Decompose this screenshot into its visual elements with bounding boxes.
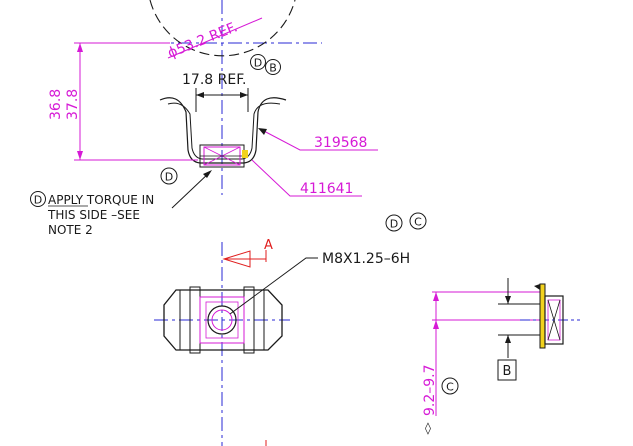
part-1-leader: [261, 129, 378, 151]
height-arrow-bottom: [77, 151, 83, 160]
diameter-leader: [167, 17, 263, 59]
torque-arrowhead: [203, 170, 212, 178]
side-dim-arrow-top: [505, 296, 511, 304]
width-arrow-right: [240, 92, 248, 98]
range-arrow-top: [433, 292, 439, 301]
torque-note-line-2: THIS SIDE –SEE: [47, 208, 140, 222]
thread-hole-outer: [207, 305, 237, 335]
side-nut-hatch-2: [547, 299, 561, 341]
torque-note-line-1: APPLY TORQUE IN: [48, 193, 154, 207]
torque-note-line-3: NOTE 2: [48, 223, 93, 237]
section-arrowhead: [222, 250, 251, 268]
bracket-outline-outer: [159, 97, 287, 164]
flag-dc: D C: [385, 212, 427, 232]
flag-dc-letter-1: D: [390, 218, 398, 231]
flag-d-1-circle: [160, 167, 178, 185]
flag-d-1: D: [160, 167, 178, 185]
flag-dc-circle-2: [409, 212, 427, 230]
thread-hole-inner: [211, 309, 233, 331]
flag-c-letter: C: [446, 381, 454, 394]
section-label: A: [264, 238, 273, 253]
side-nut-body: [544, 295, 564, 345]
nut-inner-square: [199, 296, 245, 344]
range-arrow-bottom: [433, 320, 439, 329]
height-label-1: 36.8: [48, 89, 64, 120]
part-1-arrowhead: [258, 128, 267, 135]
flag-db-letter-2: B: [269, 62, 277, 75]
flag-db: D B: [250, 54, 281, 75]
width-ref-label: 17.8 REF.: [182, 72, 246, 88]
nut-inner-square-2: [205, 301, 239, 339]
top-view: ϕ53.2 REF. 17.8 REF. D B 36.8 37: [30, 0, 378, 237]
flag-d-2-letter: D: [34, 194, 42, 207]
ring-reference-circle: [149, 0, 296, 57]
flag-c-circle: [441, 377, 459, 395]
side-dim-arrow-bottom: [505, 335, 511, 343]
side-plate: [539, 283, 546, 349]
range-label: 9.2–9.7: [422, 364, 438, 416]
bracket-outline-inner: [167, 102, 281, 160]
height-arrow-top: [77, 43, 83, 52]
flag-d-2-circle: [30, 191, 46, 207]
diamond-symbol: ◊: [425, 421, 431, 435]
flag-dc-circle-1: [385, 214, 403, 232]
width-arrow-left: [196, 92, 204, 98]
flag-db-letter-1: D: [254, 57, 262, 70]
torque-note: D APPLY TORQUE IN THIS SIDE –SEE NOTE 2: [30, 191, 154, 237]
flag-d-1-letter: D: [165, 171, 173, 184]
flag-db-circle-2: [265, 59, 281, 75]
nut-body: [163, 289, 283, 351]
part-2-label: 411641: [300, 181, 353, 197]
nut-plan-view: A M8X1.25–6H: [154, 238, 410, 446]
datum-b-letter: B: [503, 364, 512, 379]
datum-b-box: [497, 359, 517, 381]
flag-dc-letter-2: C: [414, 216, 422, 229]
weld-highlight: [242, 150, 248, 158]
side-plate-lip: [534, 284, 540, 290]
thread-leader: [229, 257, 318, 315]
side-view: 9.2–9.7 C ◊ B: [422, 278, 580, 435]
thread-label: M8X1.25–6H: [322, 251, 410, 267]
flag-db-circle-1: [250, 54, 266, 70]
side-nut-magenta: [547, 299, 561, 341]
part-2-leader: [251, 159, 362, 197]
part-1-label: 319568: [314, 135, 367, 151]
height-label-2: 37.8: [65, 89, 81, 120]
torque-leader: [171, 171, 211, 209]
